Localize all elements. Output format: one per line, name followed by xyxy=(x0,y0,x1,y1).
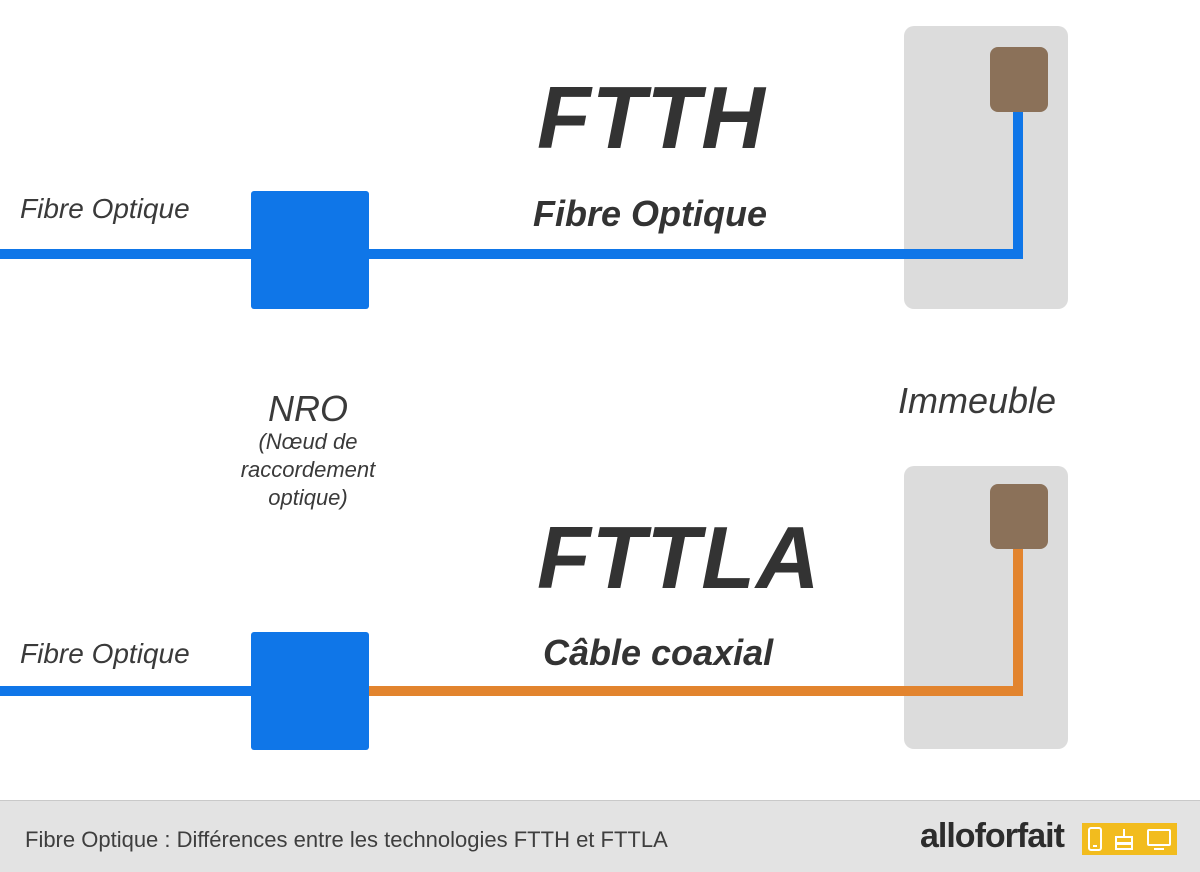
footer-caption: Fibre Optique : Différences entre les te… xyxy=(25,827,668,852)
nro-description: (Nœud de raccordement optique) xyxy=(200,428,416,512)
ftth-fiber-horizontal xyxy=(368,249,1023,259)
nro-desc-line-1: (Nœud de xyxy=(258,429,358,454)
footer-bar: Fibre Optique : Différences entre les te… xyxy=(0,800,1200,872)
fttla-coax-vertical xyxy=(1013,545,1023,696)
fttla-nro-box xyxy=(251,632,369,750)
ftth-title: FTTH xyxy=(537,68,766,167)
ftth-nro-box xyxy=(251,191,369,309)
nro-title: NRO xyxy=(268,388,348,429)
fttla-title: FTTLA xyxy=(537,508,821,607)
router-icon xyxy=(1113,827,1135,851)
ftth-terminal-box xyxy=(990,47,1048,112)
fttla-sub-label: Câble coaxial xyxy=(543,632,774,673)
fttla-coax-horizontal xyxy=(368,686,1023,696)
ftth-sub-label: Fibre Optique xyxy=(533,193,767,234)
nro-desc-line-2: raccordement xyxy=(240,457,376,482)
fttla-terminal-box xyxy=(990,484,1048,549)
fttla-input-fiber xyxy=(0,686,252,696)
brand-logo-text: alloforfait xyxy=(920,817,1065,855)
ftth-fiber-vertical xyxy=(1013,108,1023,259)
ftth-input-label: Fibre Optique xyxy=(20,193,190,224)
brand-icons xyxy=(1082,823,1177,855)
ftth-input-fiber xyxy=(0,249,252,259)
tv-icon xyxy=(1146,827,1172,851)
nro-desc-line-3: optique) xyxy=(268,485,348,510)
phone-icon xyxy=(1087,827,1103,851)
building-label: Immeuble xyxy=(898,380,1057,421)
fttla-input-label: Fibre Optique xyxy=(20,638,190,669)
